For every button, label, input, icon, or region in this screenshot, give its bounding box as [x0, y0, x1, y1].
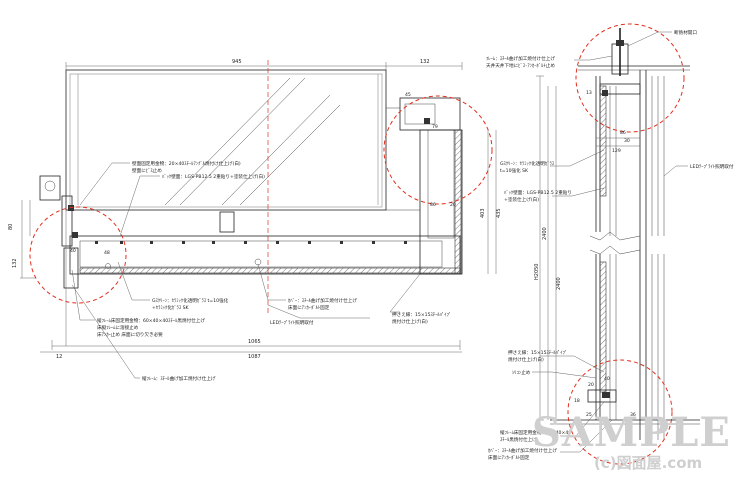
note-frame-fixture-2: 床縦ﾌﾚｰﾑに溶接止め	[97, 324, 139, 331]
bottom-frame-hatch	[79, 267, 461, 274]
dim-seg-40: 40	[70, 248, 76, 254]
dim-top-right: 132	[420, 59, 430, 65]
note-section-silicone: ｼﾘｺﾝ止め	[512, 369, 531, 376]
dim-right-b: 435	[496, 208, 502, 218]
dim-bottom-a: 1065	[248, 339, 261, 345]
note-pressure-2: 焼付け仕上げ(白)	[392, 318, 428, 325]
dim-section-13: 13	[586, 90, 592, 96]
note-vertical-frame: 縦ﾌﾚｰﾑ：ｽﾁｰﾙ曲げ加工焼付け仕上げ	[142, 375, 216, 382]
dim-seg-20: 20	[450, 202, 456, 208]
dim-section-total: H2050	[534, 264, 540, 280]
note-section-bottom-frame: 縦ﾌﾚｰﾑ床固定用金物：60×40×40	[500, 429, 571, 436]
note-section-glass-2: t=10強化 SK	[500, 167, 529, 174]
note-section-glass: Gｽｸﾘｰﾝ：ｾﾗﾐｯｸ化透明ｶﾞﾗｽ	[500, 160, 555, 167]
watermark-credit: (c)図面屋.com	[594, 454, 702, 472]
section-view: H2050 2400 2400 86 30 129 13 40 25 20 36…	[486, 23, 734, 465]
note-section-pressure-2: 焼付け仕上げ(白)	[508, 356, 544, 363]
dim-left-a: 80	[8, 224, 14, 230]
dim-left-b: 132	[12, 258, 18, 268]
section-detail-top	[575, 23, 685, 133]
note-frame-fixture-3: 床ｱﾝｶｰ止め 床面に切り欠き必要	[97, 331, 163, 338]
dim-section-20: 20	[588, 382, 594, 388]
note-cover-2: 床面にｱﾝｶｰﾎﾞﾙﾄ固定	[288, 304, 330, 311]
section-detail-bottom	[567, 359, 673, 465]
note-section-led: LEDﾃｰﾌﾟﾗｲﾄ照明取付	[690, 163, 734, 170]
note-section-back-wall-2: +塗装仕上げ(白)	[504, 196, 539, 203]
note-back-wall: ﾊﾞｯｸ壁面：LGS-PB12.5 2重貼り+塗装仕上げ(白)	[162, 173, 265, 180]
dim-section-129: 129	[612, 148, 621, 154]
left-bracket	[39, 175, 61, 201]
dim-seg-48: 48	[104, 250, 110, 256]
dim-seg-86: 86	[430, 202, 436, 208]
note-wall-fixture: 壁面固定用金物：20×40ｽﾁｰﾙｱﾝｸﾞﾙ焼付け仕上げ(白)	[132, 160, 241, 167]
dim-section-b: 2400	[556, 277, 562, 290]
dim-bottom-b: 1087	[248, 354, 261, 360]
dim-section-25: 25	[586, 412, 592, 418]
detail-circle-right	[383, 95, 493, 205]
note-led: LEDﾃｰﾌﾟﾗｲﾄ照明取付	[270, 319, 314, 326]
note-section-back-wall: ﾊﾞｯｸ壁面：LGS-PB12.5 2重貼り	[504, 189, 572, 196]
dim-bottom-c: 12	[56, 354, 62, 360]
dim-top-main: 945	[232, 59, 242, 65]
note-section-cover: ｶﾊﾞｰ：ｽﾁｰﾙ曲げ加工焼付け仕上げ	[488, 447, 557, 454]
dim-section-86: 86	[620, 130, 626, 136]
note-section-pressure: 押さえ縁：15×15ｽﾁｰﾙﾊﾟｲﾌﾟ	[508, 349, 567, 356]
note-cover: ｶﾊﾞｰ：ｽﾁｰﾙ曲げ加工焼付け仕上げ	[288, 297, 357, 304]
note-pressure: 押さえ縁：15×15ｽﾁｰﾙﾊﾟｲﾌﾟ	[392, 311, 451, 318]
watermark-sample: SAMPLE	[532, 409, 731, 456]
dim-seg-45: 45	[405, 92, 411, 98]
note-section-bottom-frame-2: ｽﾁｰﾙ黒焼付仕上げ	[500, 436, 537, 443]
dim-section-40: 40	[604, 376, 610, 382]
dim-section-30: 30	[624, 138, 630, 144]
note-frame-fixture: 縦ﾌﾚｰﾑ床固定用金物：60×40×40ｽﾁｰﾙ黒焼付仕上げ	[97, 317, 205, 324]
note-section-cover-2: 床面にｱﾝｶｰﾎﾞﾙﾄ固定	[488, 454, 530, 461]
dim-seg-79: 79	[432, 124, 438, 130]
note-glass-2: +ｾﾗﾐｯｸ化ｶﾞﾗｽ SK	[152, 304, 189, 311]
note-ceiling-opening: 断熱材開口	[674, 29, 697, 36]
plan-view: 945 132 1065 1087 12 80 132 403 435 40 4…	[8, 59, 502, 382]
dim-section-a: 2400	[542, 227, 548, 240]
note-wall-fixture-2: 壁面にﾋﾞｽ止め	[132, 167, 162, 174]
dim-section-18: 18	[574, 398, 580, 404]
note-frame-top-2: 天井天井下地にﾋﾞｽ･ｱﾝｶｰﾎﾞﾙﾄ止め	[486, 62, 555, 69]
dim-section-36: 36	[630, 412, 636, 418]
note-frame-top: ﾌﾚｰﾑ：ｽﾁｰﾙ曲げ加工焼付け仕上げ	[486, 55, 555, 62]
glass-outline	[65, 69, 387, 211]
dim-right-a: 403	[480, 208, 486, 218]
detail-circle-left	[29, 206, 127, 304]
note-glass: Gｽｸﾘｰﾝ：ｾﾗﾐｯｸ化透明ｶﾞﾗｽ t=10強化	[152, 297, 229, 304]
